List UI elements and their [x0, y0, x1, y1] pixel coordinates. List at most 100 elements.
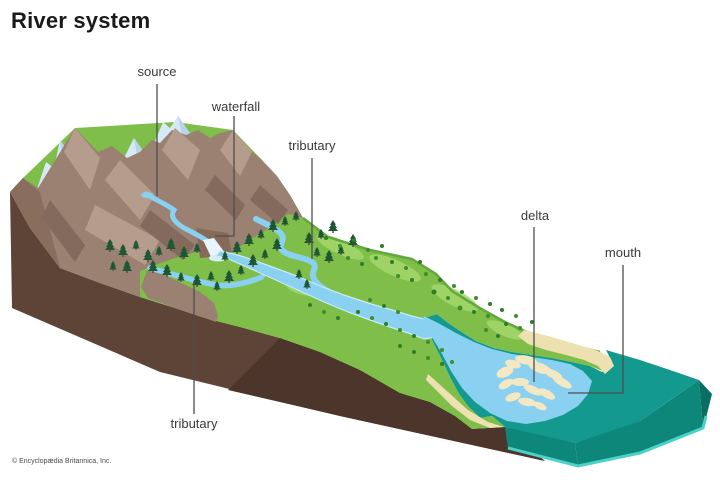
- bush-icon: [500, 308, 504, 312]
- bush-icon: [346, 256, 350, 260]
- sea-right-face: [699, 380, 712, 428]
- barrier-beach: [518, 330, 614, 374]
- mountain-shadow: [250, 185, 288, 224]
- meadow-highlight: [431, 284, 479, 312]
- bush-icon: [396, 310, 400, 314]
- bush-icon: [426, 340, 430, 344]
- label-mouth: mouth: [605, 245, 641, 260]
- delta-islands: [496, 355, 572, 411]
- bush-icon: [440, 348, 444, 352]
- soil-cross-section: [10, 192, 545, 461]
- bush-icon: [308, 303, 312, 307]
- label-source: source: [137, 64, 176, 79]
- meadow-highlight: [486, 320, 524, 340]
- mountain-shadow: [42, 200, 85, 262]
- bush-icon: [514, 314, 518, 318]
- tree-icon: [328, 220, 338, 233]
- bush-icon: [504, 322, 508, 326]
- bush-icon: [324, 236, 328, 240]
- label-delta: delta: [521, 208, 550, 223]
- bush-icon: [488, 302, 492, 306]
- coastline: [426, 330, 614, 428]
- bushes: [308, 236, 534, 366]
- mountain-shadow: [205, 175, 245, 220]
- delta-island: [533, 401, 547, 411]
- bush-icon: [457, 305, 463, 311]
- delta-island: [496, 366, 514, 378]
- bush-icon: [418, 260, 422, 264]
- bush-icon: [472, 310, 476, 314]
- bush-icon: [474, 296, 478, 300]
- bush-icon: [396, 274, 400, 278]
- sea-edge-highlight: [507, 415, 708, 468]
- sea-front-face: [575, 380, 703, 466]
- delta-island: [505, 359, 521, 369]
- bush-icon: [322, 310, 326, 314]
- bush-icon: [336, 316, 340, 320]
- bush-icon: [450, 360, 454, 364]
- mountain-shadow: [140, 210, 195, 260]
- bush-icon: [404, 266, 408, 270]
- bush-icon: [496, 334, 500, 338]
- bush-icon: [390, 260, 394, 264]
- bush-icon: [356, 310, 360, 314]
- bush-icon: [438, 278, 442, 282]
- bush-icon: [530, 320, 534, 324]
- south-beach: [426, 374, 504, 428]
- mountain-foreground-ridge: [10, 178, 60, 268]
- bush-icon: [370, 316, 374, 320]
- bush-icon: [484, 328, 488, 332]
- main-river-channel: [214, 250, 436, 340]
- bush-icon: [486, 314, 490, 318]
- bush-icon: [410, 278, 414, 282]
- bush-icon: [440, 362, 444, 366]
- mountain-foothill-band: [141, 268, 218, 322]
- delta-island: [552, 375, 572, 389]
- annotations: source waterfall tributary delta mouth t…: [137, 64, 641, 431]
- bush-icon: [380, 244, 384, 248]
- bush-icon: [460, 290, 464, 294]
- figure-title: River system: [11, 8, 151, 33]
- delta-island: [511, 378, 529, 386]
- mountain-facet: [105, 160, 155, 220]
- mountain-facet: [162, 128, 200, 180]
- bush-icon: [412, 350, 416, 354]
- bush-icon: [352, 238, 356, 242]
- bush-icon: [518, 326, 522, 330]
- mouth-pointer-line: [568, 265, 624, 394]
- bush-icon: [412, 334, 416, 338]
- source-stream: [143, 191, 210, 244]
- sea-front-left-face: [505, 427, 578, 466]
- delta-island: [505, 392, 521, 402]
- bush-icon: [366, 248, 370, 252]
- delta-island: [518, 397, 536, 407]
- bush-icon: [368, 298, 372, 302]
- bush-icon: [431, 289, 437, 295]
- bush-icon: [424, 272, 428, 276]
- bush-icon: [360, 262, 364, 266]
- mountain-facet: [85, 205, 160, 265]
- soil-face-dark: [228, 338, 545, 461]
- waterfall-pointer-line: [215, 116, 235, 237]
- delta-island: [538, 388, 556, 400]
- label-tributary-upper: tributary: [289, 138, 336, 153]
- copyright-notice: © Encyclopædia Britannica, Inc.: [12, 458, 112, 465]
- mountain-facet: [220, 130, 252, 176]
- delta-island: [523, 384, 543, 396]
- bush-icon: [382, 304, 386, 308]
- label-tributary-lower: tributary: [171, 416, 218, 431]
- tributary-upper-stream: [253, 216, 336, 297]
- bush-icon: [452, 284, 456, 288]
- label-waterfall: waterfall: [211, 99, 261, 114]
- source-pool: [141, 192, 153, 198]
- bush-icon: [446, 296, 450, 300]
- bush-icon: [426, 356, 430, 360]
- bush-icon: [338, 244, 342, 248]
- bush-icon: [384, 322, 388, 326]
- mountain-facet: [64, 128, 100, 190]
- bush-icon: [398, 344, 402, 348]
- delta-island: [498, 378, 514, 390]
- bush-icon: [398, 328, 402, 332]
